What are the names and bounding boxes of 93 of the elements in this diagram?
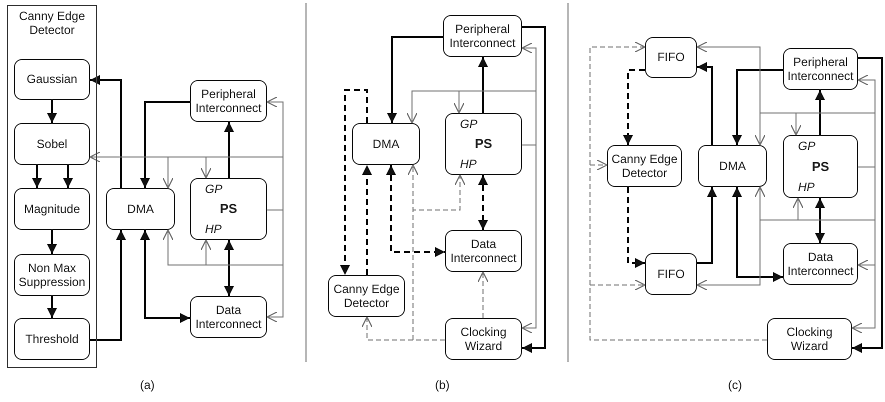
arrow — [362, 165, 372, 275]
arrow — [412, 174, 466, 340]
arrow — [63, 165, 73, 188]
process-box — [328, 275, 405, 317]
arrow — [90, 75, 122, 188]
node-label: Clocking Wizard — [785, 324, 834, 354]
arrow — [623, 69, 645, 145]
process-box — [445, 318, 522, 360]
process-box — [352, 123, 420, 165]
arrow — [522, 26, 546, 353]
panel-label: (b) — [435, 378, 450, 392]
process-box — [607, 145, 682, 187]
group-box — [7, 5, 97, 368]
arrow — [224, 122, 234, 178]
block-label: PS — [220, 201, 238, 217]
node-label: Canny Edge Detector — [332, 282, 401, 310]
arrow — [47, 296, 57, 318]
process-box — [14, 188, 90, 230]
process-box — [106, 188, 175, 230]
process-box — [14, 59, 90, 100]
arrow — [387, 36, 443, 123]
process-box — [445, 113, 522, 175]
arrow — [90, 230, 126, 341]
arrow — [140, 101, 190, 188]
arrow — [453, 90, 536, 146]
port-label: HP — [798, 180, 815, 194]
arrow — [200, 210, 284, 266]
node-label: Peripheral Interconnect — [786, 54, 855, 84]
arrow — [697, 62, 713, 145]
arrow — [478, 175, 488, 230]
panel-label: (c) — [728, 378, 742, 392]
node-label: Data Interconnect — [786, 250, 855, 278]
arrow — [224, 240, 234, 296]
arrow — [732, 69, 783, 145]
node-label: FIFO — [656, 266, 686, 282]
node-label: Non Max Suppression — [18, 260, 86, 290]
block-label: PS — [474, 136, 492, 152]
arrow — [852, 57, 883, 353]
node-label: Canny Edge Detector — [610, 152, 679, 180]
port-label: GP — [460, 117, 478, 132]
arrow — [627, 187, 645, 268]
arrow — [47, 230, 57, 254]
process-box — [190, 178, 267, 240]
node-label: Peripheral Interconnect — [194, 86, 263, 116]
node-label: Sobel — [36, 136, 68, 152]
node-label: FIFO — [656, 50, 686, 65]
port-label: GP — [798, 139, 816, 154]
node-label: DMA — [372, 136, 400, 152]
process-box — [190, 80, 267, 122]
arrow — [200, 156, 284, 210]
arrow — [732, 187, 783, 282]
process-box — [783, 48, 858, 90]
arrow — [386, 165, 445, 257]
arrow — [140, 230, 190, 323]
node-label: Data Interconnect — [449, 236, 518, 266]
process-box — [445, 230, 522, 272]
arrow — [32, 165, 42, 188]
port-label: HP — [205, 222, 222, 236]
process-box — [14, 318, 90, 360]
process-box — [645, 37, 697, 78]
arrow — [815, 198, 825, 243]
arrow — [47, 100, 57, 123]
process-box — [14, 123, 90, 165]
node-label: Data Interconnect — [194, 302, 263, 332]
port-label: HP — [460, 156, 477, 171]
node-label: DMA — [718, 158, 747, 174]
node-label: Threshold — [24, 332, 80, 346]
process-box — [14, 254, 90, 296]
arrow — [590, 279, 768, 340]
block-label: PS — [812, 158, 830, 174]
group-title: Canny Edge Detector — [18, 9, 86, 38]
arrow — [478, 57, 488, 113]
node-label: DMA — [126, 202, 155, 216]
process-box — [783, 243, 858, 285]
panel-label: (a) — [140, 378, 155, 392]
process-box — [783, 135, 858, 198]
process-box — [698, 145, 767, 187]
arrow — [521, 144, 536, 334]
arrow — [815, 90, 825, 135]
node-label: Peripheral Interconnect — [448, 22, 517, 50]
node-label: Gaussian — [26, 72, 78, 87]
node-label: Clocking Wizard — [459, 324, 508, 354]
node-label: Magnitude — [22, 202, 82, 216]
arrow — [696, 166, 876, 291]
process-box — [190, 296, 267, 338]
port-label: GP — [205, 182, 222, 196]
arrow — [340, 89, 368, 275]
arrow — [477, 271, 489, 318]
process-box — [767, 318, 852, 360]
process-box — [645, 253, 697, 295]
process-box — [443, 15, 522, 57]
arrow — [696, 41, 876, 168]
arrow — [697, 187, 717, 264]
